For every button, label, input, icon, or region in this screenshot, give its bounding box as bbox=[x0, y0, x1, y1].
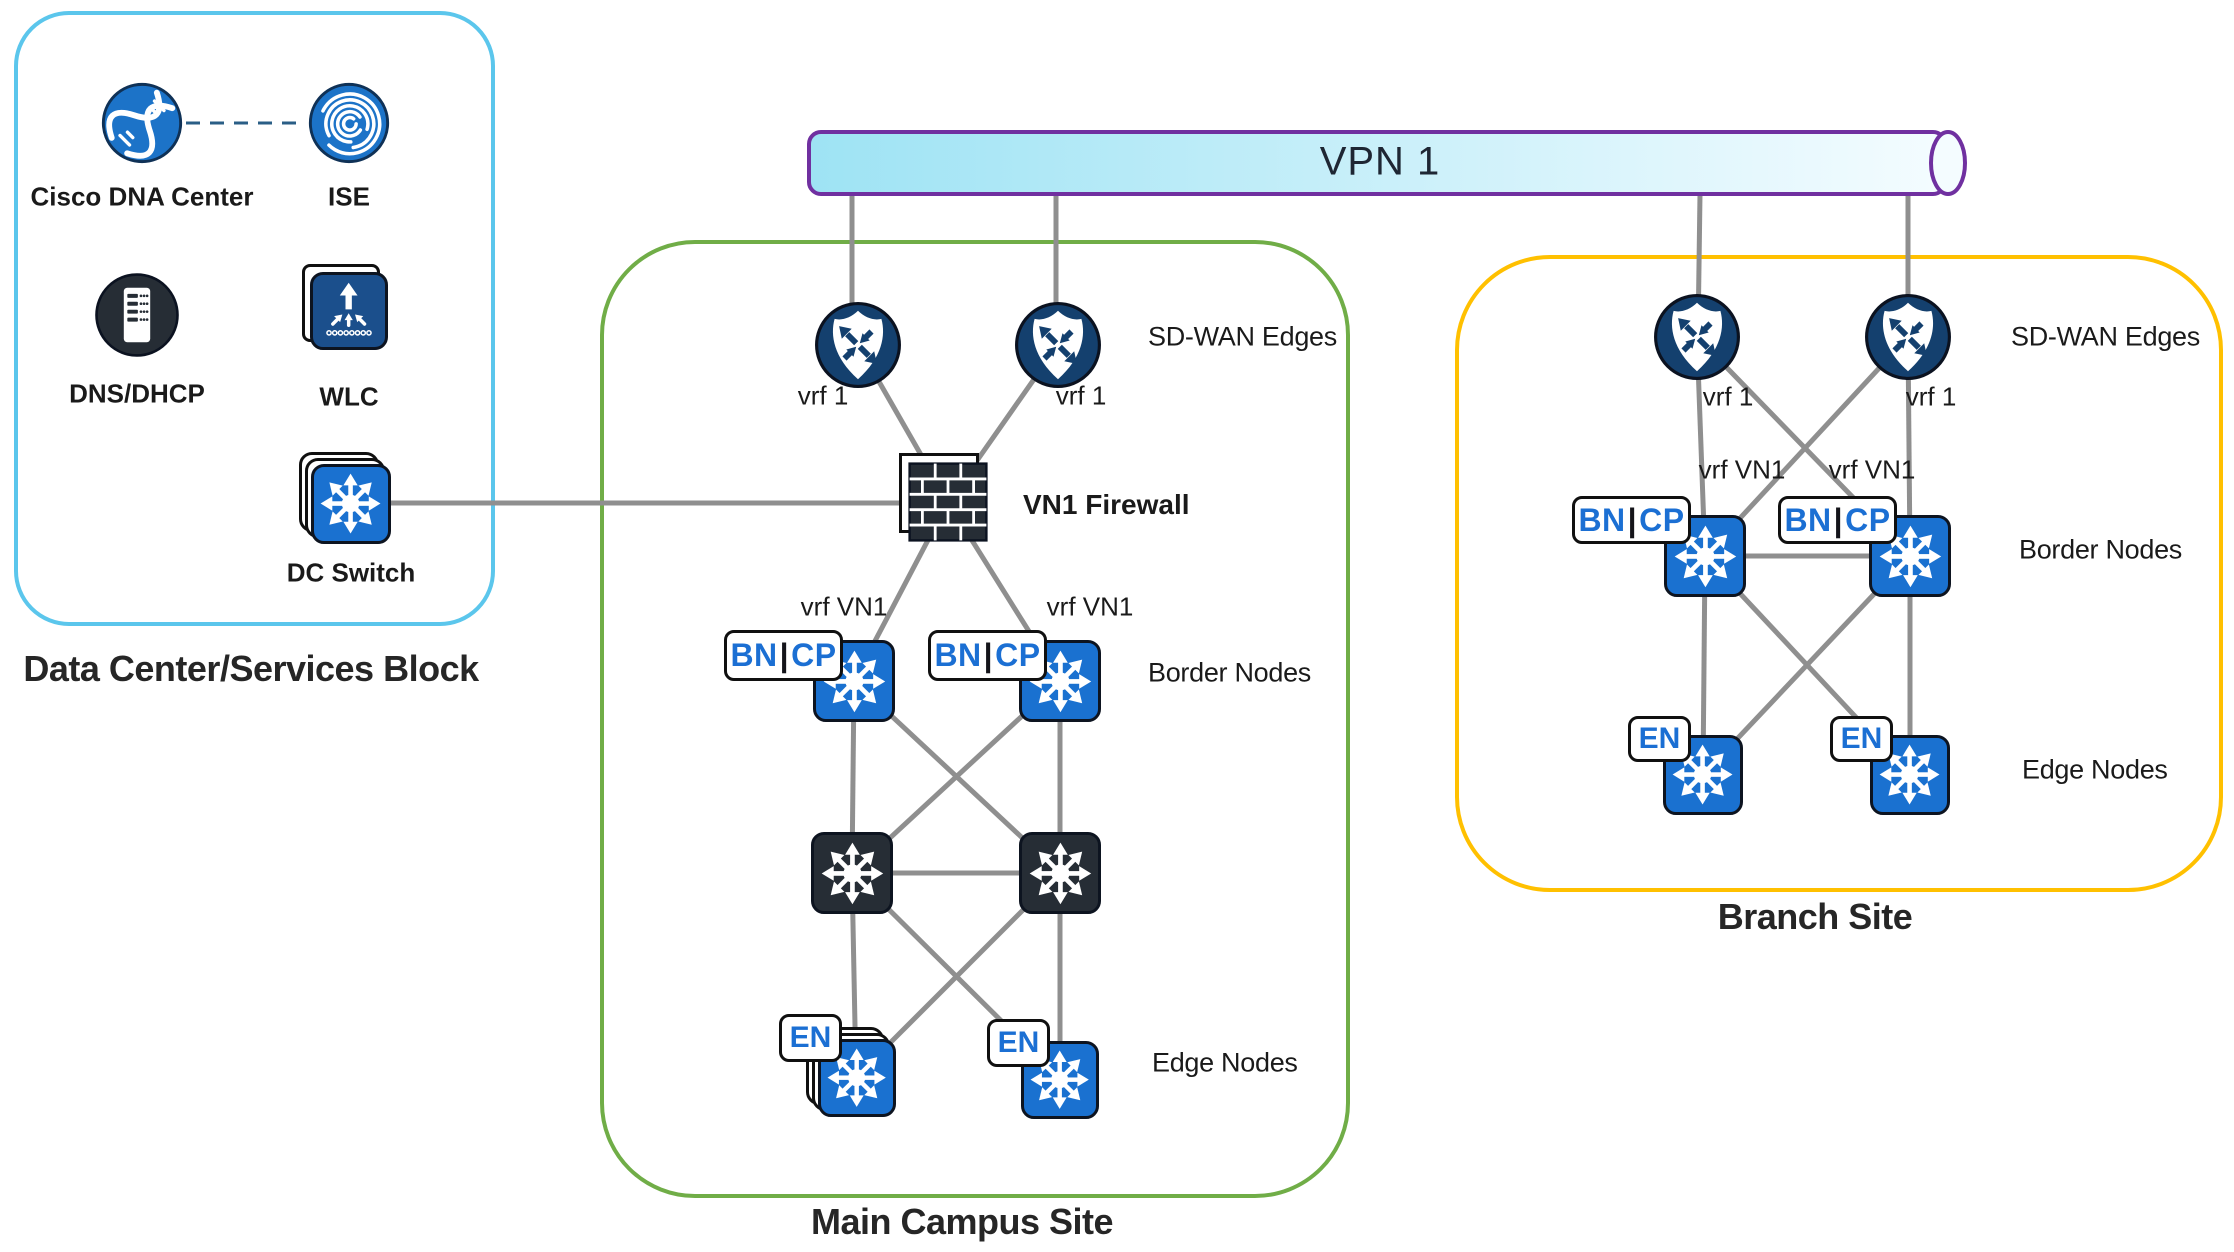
sdwan-edge-router-node bbox=[813, 300, 903, 390]
badge-separator: | bbox=[1627, 501, 1638, 538]
sdwan-edge-router-node bbox=[1863, 292, 1953, 382]
badge-separator: | bbox=[779, 637, 790, 673]
vpn1-pipe bbox=[807, 130, 1967, 196]
dns-dhcp-node bbox=[93, 271, 181, 359]
vn1-firewall-node bbox=[899, 453, 988, 542]
vrf-label: vrf VN1 bbox=[1046, 591, 1134, 622]
row-label-border-nodes: Border Nodes bbox=[2019, 534, 2182, 565]
cp-label: CP bbox=[1639, 501, 1685, 538]
en-badge: EN bbox=[779, 1014, 842, 1062]
edge-node-switch bbox=[1870, 735, 1950, 815]
node-label: DNS/DHCP bbox=[69, 378, 205, 409]
server-icon bbox=[93, 271, 181, 359]
main-campus-site-outline bbox=[600, 240, 1350, 1198]
en-badge: EN bbox=[987, 1019, 1050, 1067]
branch-site-outline bbox=[1455, 255, 2223, 892]
data-center-block-title: Data Center/Services Block bbox=[23, 648, 479, 689]
badge-separator: | bbox=[1833, 501, 1844, 538]
row-label-edge-nodes: Edge Nodes bbox=[1152, 1047, 1298, 1078]
en-badge: EN bbox=[1830, 716, 1893, 762]
vpn1-label: VPN 1 bbox=[1319, 139, 1441, 184]
bn-label: BN bbox=[1578, 501, 1626, 538]
sdwan-edge-router-node bbox=[1652, 292, 1742, 382]
sdwan-shield-icon bbox=[1652, 292, 1742, 382]
en-label: EN bbox=[997, 1026, 1040, 1059]
bn-label: BN bbox=[1784, 501, 1832, 538]
fingerprint-icon bbox=[307, 81, 391, 165]
bn-label: BN bbox=[730, 637, 778, 673]
node-label: DC Switch bbox=[286, 557, 416, 588]
bn-cp-badge: BN|CP bbox=[1778, 496, 1897, 544]
firewall-brick-icon bbox=[908, 462, 988, 542]
multilayer-switch-icon bbox=[819, 840, 886, 907]
multilayer-switch-icon bbox=[318, 471, 383, 536]
vrf-label: vrf 1 bbox=[1702, 381, 1754, 412]
row-label-border-nodes: Border Nodes bbox=[1148, 657, 1311, 688]
en-badge: EN bbox=[1628, 716, 1691, 762]
sdwan-edge-router-node bbox=[1013, 300, 1103, 390]
en-label: EN bbox=[1638, 722, 1681, 755]
intermediate-switch-node bbox=[1019, 832, 1101, 914]
vrf-label: vrf VN1 bbox=[800, 591, 888, 622]
bn-label: BN bbox=[934, 637, 982, 673]
cp-label: CP bbox=[995, 637, 1041, 673]
dna-helix-icon bbox=[100, 81, 184, 165]
cp-label: CP bbox=[791, 637, 837, 673]
border-node-switch bbox=[813, 640, 895, 722]
vrf-label: vrf VN1 bbox=[1828, 454, 1916, 485]
row-label-sdwan-edges: SD-WAN Edges bbox=[1148, 321, 1337, 352]
node-label: ISE bbox=[328, 181, 370, 212]
en-label: EN bbox=[789, 1021, 832, 1054]
bn-cp-badge: BN|CP bbox=[928, 630, 1047, 681]
wireless-lan-controller-icon bbox=[317, 279, 380, 342]
firewall-label: VN1 Firewall bbox=[1023, 489, 1190, 520]
en-label: EN bbox=[1840, 722, 1883, 755]
sdwan-shield-icon bbox=[813, 300, 903, 390]
vrf-label: vrf 1 bbox=[797, 380, 849, 411]
node-label: Cisco DNA Center bbox=[30, 181, 254, 212]
main-campus-site-title: Main Campus Site bbox=[810, 1201, 1114, 1242]
row-label-sdwan-edges: SD-WAN Edges bbox=[2011, 321, 2200, 352]
wlc-node bbox=[302, 264, 388, 350]
data-center-block-outline bbox=[14, 11, 495, 626]
sdwan-shield-icon bbox=[1013, 300, 1103, 390]
bn-cp-badge: BN|CP bbox=[1572, 496, 1691, 544]
bn-cp-badge: BN|CP bbox=[724, 630, 843, 681]
dc-switch-node bbox=[299, 452, 391, 544]
ise-node bbox=[307, 81, 391, 165]
branch-site-title: Branch Site bbox=[1717, 896, 1913, 937]
multilayer-switch-icon bbox=[1027, 840, 1094, 907]
row-label-edge-nodes: Edge Nodes bbox=[2022, 754, 2168, 785]
node-label: WLC bbox=[319, 381, 379, 412]
intermediate-switch-node bbox=[811, 832, 893, 914]
badge-separator: | bbox=[983, 637, 994, 673]
vrf-label: vrf 1 bbox=[1905, 381, 1957, 412]
vrf-label: vrf 1 bbox=[1055, 380, 1107, 411]
cisco-dna-center-node bbox=[100, 81, 184, 165]
sdwan-shield-icon bbox=[1863, 292, 1953, 382]
cp-label: CP bbox=[1845, 501, 1891, 538]
vrf-label: vrf VN1 bbox=[1698, 454, 1786, 485]
